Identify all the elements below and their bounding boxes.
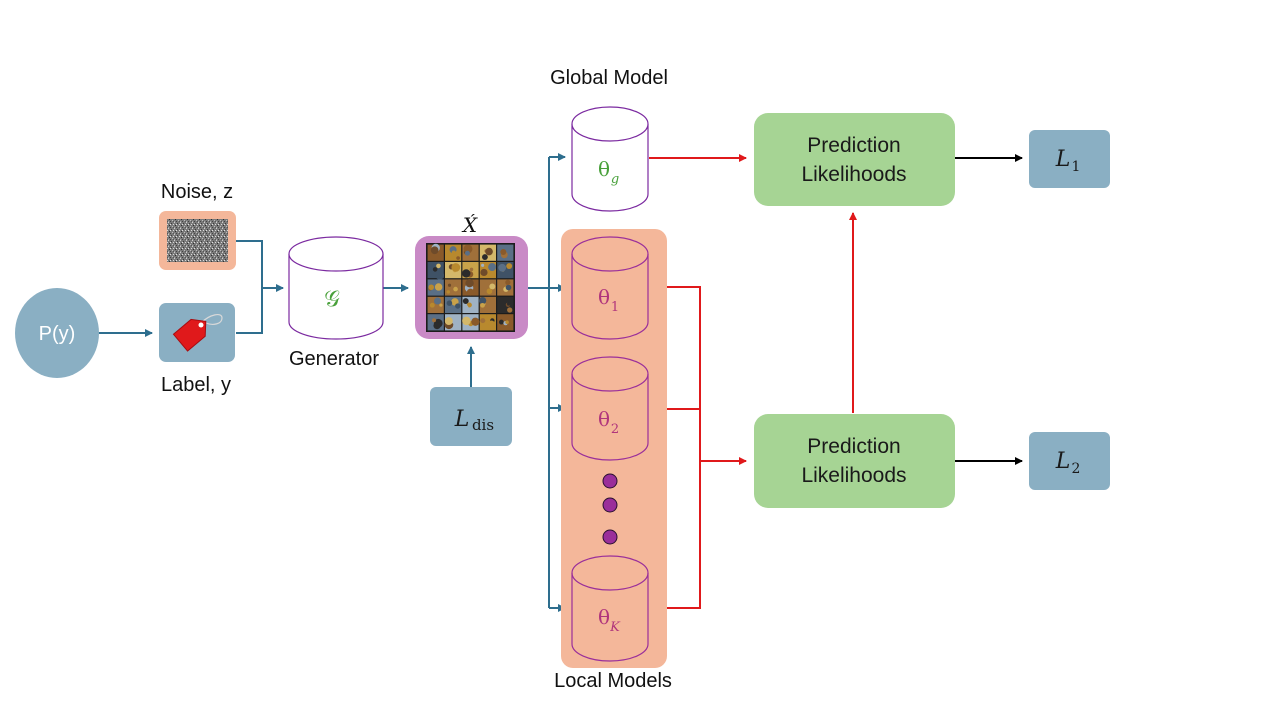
global-theta-subscript: g — [611, 172, 619, 187]
prediction-bottom-line1: Prediction — [807, 435, 900, 458]
local-1-theta-symbol: θ — [598, 285, 610, 309]
loss2-node: L 2 — [1029, 432, 1110, 490]
local-k-theta-subscript: K — [609, 620, 621, 635]
global-model-node: Global Model θ g — [550, 67, 668, 212]
price-tag-icon — [172, 313, 223, 352]
ellipsis-dots — [602, 473, 618, 545]
loss2-symbol: L — [1055, 449, 1071, 474]
generator-node: 𝒢 Generator — [288, 236, 384, 370]
synthetic-symbol: X́ — [461, 213, 478, 237]
prediction-top-node: Prediction Likelihoods — [754, 113, 955, 206]
local-model-1: θ 1 — [571, 236, 649, 340]
loss2-subscript: 2 — [1072, 461, 1081, 477]
noise-texture-icon — [167, 219, 228, 262]
edges — [98, 153, 1023, 612]
loss-dis-symbol: L — [454, 407, 470, 432]
local-2-theta-symbol: θ — [598, 407, 610, 431]
local-1-theta-subscript: 1 — [611, 300, 619, 315]
global-theta-symbol: θ — [598, 157, 610, 181]
local-2-theta-subscript: 2 — [611, 422, 619, 437]
synthetic-node: X́ — [415, 213, 528, 339]
edge-noise-to-generator — [236, 240, 263, 288]
loss1-symbol: L — [1055, 147, 1071, 172]
generator-caption: Generator — [289, 348, 379, 370]
noise-node: Noise, z — [159, 181, 236, 270]
prior-label: P(y) — [39, 323, 76, 345]
label-caption: Label, y — [161, 374, 231, 396]
noise-caption: Noise, z — [161, 181, 233, 203]
local-models-panel: θ 1 θ 2 θ K — [561, 229, 667, 668]
loss1-subscript: 1 — [1072, 159, 1081, 175]
edge-local-collector — [649, 286, 701, 609]
loss-dis-subscript: dis — [472, 416, 494, 434]
loss-dis-node: L dis — [430, 387, 512, 446]
prior-node: P(y) — [15, 288, 99, 378]
label-node: Label, y — [159, 303, 235, 396]
generator-symbol: 𝒢 — [324, 287, 340, 312]
prediction-bottom-node: Prediction Likelihoods — [754, 414, 955, 508]
edge-label-to-generator — [236, 288, 263, 334]
image-grid-icon — [426, 243, 515, 332]
local-model-2: θ 2 — [571, 356, 649, 461]
prediction-bottom-line2: Likelihoods — [801, 464, 906, 487]
prediction-top-line2: Likelihoods — [801, 163, 906, 186]
local-models-caption: Local Models — [554, 670, 672, 692]
local-k-theta-symbol: θ — [598, 605, 610, 629]
local-model-k: θ K — [571, 555, 649, 662]
loss1-node: L 1 — [1029, 130, 1110, 188]
prediction-top-line1: Prediction — [807, 134, 900, 157]
global-model-caption: Global Model — [550, 67, 668, 89]
